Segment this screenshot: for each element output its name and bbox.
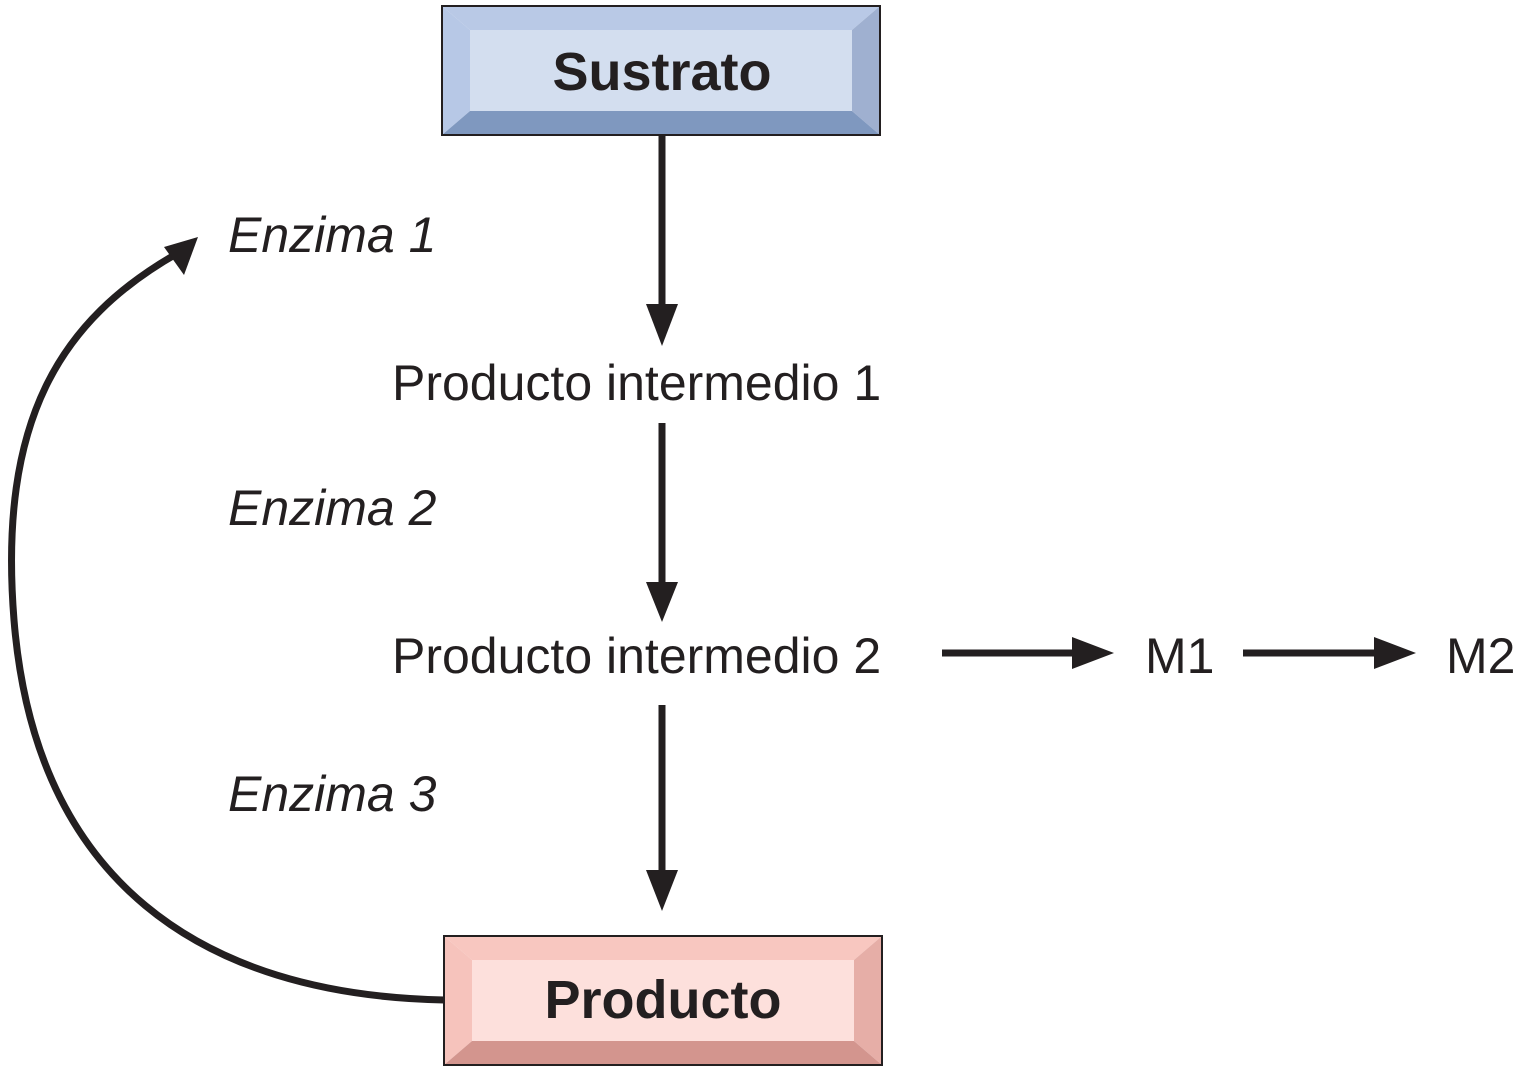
intermediate-2-label: Producto intermedio 2 <box>392 628 881 684</box>
product-bevel-top <box>444 936 882 960</box>
arrow-head <box>646 870 678 911</box>
feedback-arrow-head <box>164 237 198 275</box>
arrow-intermediate-2-to-m1 <box>942 637 1114 669</box>
product-face <box>472 960 854 1041</box>
substrate-bevel-left <box>442 6 470 135</box>
metabolite-2-label: M2 <box>1446 628 1515 684</box>
substrate-bevel-right <box>852 6 880 135</box>
feedback-inhibition-arrow <box>8 237 445 1004</box>
substrate-face <box>470 30 852 111</box>
enzyme-2-label: Enzima 2 <box>228 480 437 536</box>
product-bevel-left <box>444 936 472 1065</box>
arrow-m1-to-m2 <box>1243 637 1416 669</box>
arrow-head <box>1072 637 1114 669</box>
metabolite-1-label: M1 <box>1145 628 1214 684</box>
substrate-border <box>441 5 881 136</box>
feedback-curve <box>8 249 445 1004</box>
product-bevel-right <box>854 936 882 1065</box>
product-bevel-bottom <box>444 1041 882 1065</box>
substrate-box: Sustrato <box>441 5 881 136</box>
arrow-intermediate-2-to-product <box>646 705 678 911</box>
arrow-head <box>646 582 678 622</box>
intermediate-1-label: Producto intermedio 1 <box>392 355 881 411</box>
product-box: Producto <box>443 935 883 1066</box>
arrow-head <box>1374 637 1416 669</box>
arrow-substrate-to-intermediate-1 <box>646 136 678 346</box>
substrate-label: Sustrato <box>552 42 771 102</box>
product-label: Producto <box>545 970 782 1030</box>
enzyme-1-label: Enzima 1 <box>228 207 436 263</box>
substrate-bevel-top <box>442 6 880 30</box>
product-border <box>443 935 883 1066</box>
arrow-intermediate-1-to-intermediate-2 <box>646 423 678 622</box>
enzyme-3-label: Enzima 3 <box>228 766 437 822</box>
arrow-head <box>646 304 678 346</box>
substrate-bevel-bottom <box>442 111 880 135</box>
